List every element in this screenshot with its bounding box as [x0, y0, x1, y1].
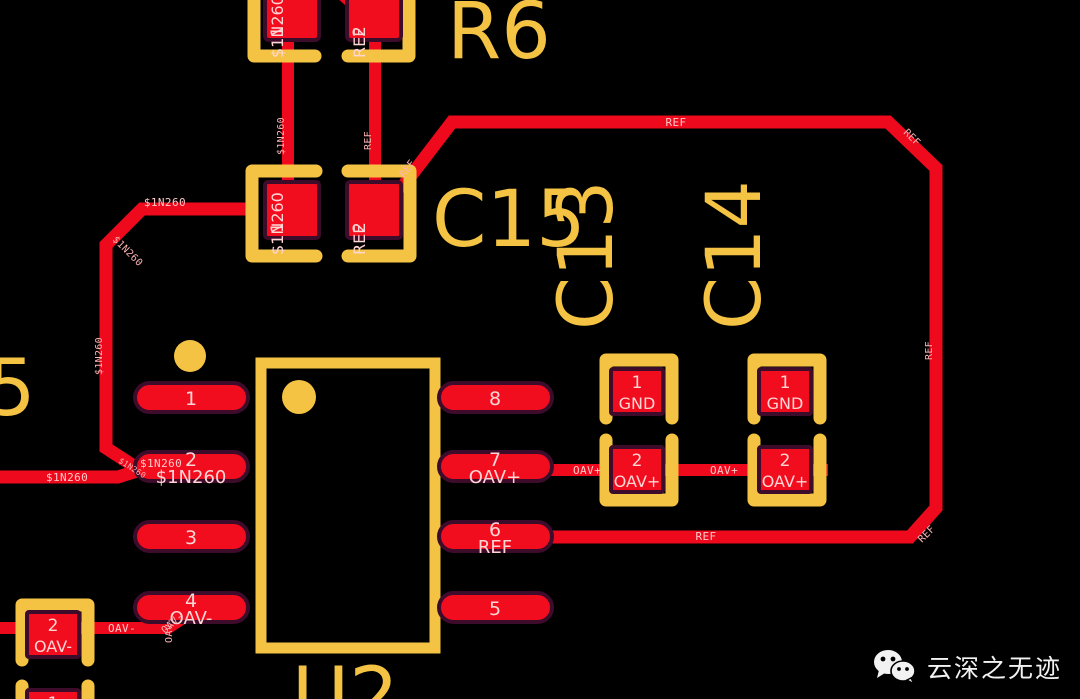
component-u2[interactable]: U2 1 2 $1N260 3 4 OAV- 8 7 OAV+ 6 REF 5 [133, 340, 554, 699]
silk-c13-pad1-bracket [599, 353, 679, 425]
net-label-1n260-b: $1N260 [144, 196, 186, 209]
pad-c15-1[interactable] [263, 180, 321, 240]
silk-c13-designator: C13 [541, 180, 630, 330]
pad-u2-4[interactable] [133, 591, 250, 624]
pad-c14-2-net: OAV+ [762, 472, 809, 491]
net-label-oavminus-c: OAV- [164, 618, 175, 643]
pad-c14-2-number: 2 [780, 451, 791, 471]
pad-c15-2-number: 2 [350, 222, 370, 233]
pad-left-1[interactable] [25, 688, 81, 699]
pad-r6-1[interactable] [263, 0, 321, 42]
pad-r6-2-number: 2 [350, 26, 370, 37]
silk-c14-designator: C14 [689, 180, 778, 330]
pad-u2-8-number: 8 [489, 388, 501, 410]
net-label-ref-c: REF [665, 116, 686, 129]
pad-u2-6-number: 6 [489, 519, 501, 541]
net-label-1n260-c: $1N260 [110, 234, 145, 269]
silk-c15-right-bracket [341, 164, 417, 263]
silk-u2-pin1-marker [282, 380, 316, 414]
pad-r6-2-net: REF [350, 28, 369, 58]
silk-u2-pin1-dot [174, 340, 206, 372]
pad-u2-2[interactable] [133, 450, 250, 483]
silk-r6-designator: R6 [447, 0, 551, 77]
pad-left-2[interactable] [25, 610, 81, 659]
net-label-1n260-d: $1N260 [94, 337, 105, 375]
silk-c14-pad2-bracket [747, 433, 827, 507]
pad-c14-2[interactable] [757, 445, 813, 494]
pad-c13-1-net: GND [619, 394, 656, 413]
net-label-oavplus-b: OAV+ [710, 464, 738, 477]
pad-c13-1-number: 1 [632, 373, 643, 393]
pad-c13-1[interactable] [609, 367, 665, 416]
net-label-oavminus-a: OAV- [108, 622, 136, 635]
component-c14[interactable]: C14 1 GND 2 OAV+ [689, 180, 827, 507]
net-label-ref-g: REF [695, 530, 716, 543]
pad-u2-6-net: REF [478, 537, 512, 558]
net-label-1n260-a: $1N260 [276, 117, 287, 155]
silk-u2-body-outline [255, 357, 441, 654]
pad-left-2-number: 2 [48, 616, 59, 636]
trace-net-ref-main[interactable] [394, 115, 943, 544]
pad-u2-5[interactable] [437, 591, 554, 624]
net-label-1n260-g: $1N260 [140, 457, 182, 470]
silk-u2-designator: U2 [292, 652, 399, 699]
pad-c15-2-net: REF [350, 225, 369, 255]
component-left-partial[interactable]: 2 OAV- 1 [15, 598, 95, 699]
net-label-ref-e: REF [924, 341, 935, 360]
silk-left-partial-designator: 5 [0, 344, 36, 434]
pad-u2-7[interactable] [437, 450, 554, 483]
silk-left-pad2-bracket [15, 598, 95, 667]
silk-c14-pad1-bracket [747, 353, 827, 425]
pad-u2-4-net: OAV- [170, 608, 213, 629]
pad-c14-1[interactable] [757, 367, 813, 416]
silk-r6-right-bracket [341, 0, 416, 63]
pad-u2-2-number: 2 [185, 449, 197, 471]
pad-u2-3-number: 3 [185, 527, 197, 549]
pad-c14-1-net: GND [767, 394, 804, 413]
trace-net-1n260-leftedge[interactable] [0, 463, 142, 484]
component-c15[interactable]: 1 $1N260 2 REF C15 [245, 164, 586, 265]
pad-c14-1-number: 1 [780, 373, 791, 393]
pad-u2-7-number: 7 [489, 449, 501, 471]
pad-r6-2[interactable] [345, 0, 403, 42]
silk-c15-left-bracket [245, 164, 323, 263]
pad-u2-4-number: 4 [185, 590, 197, 612]
net-label-1n260-f: $1N260 [46, 471, 88, 484]
pad-u2-1-number: 1 [185, 388, 197, 410]
silk-c13-pad2-bracket [599, 433, 679, 507]
pad-c15-1-number: 1 [268, 222, 288, 233]
pad-r6-1-net: $1N260 [268, 0, 287, 58]
silk-c15-designator: C15 [432, 175, 586, 265]
pad-left-2-net: OAV- [34, 637, 72, 656]
pad-u2-5-number: 5 [489, 598, 501, 620]
net-label-oavplus-a: OAV+ [573, 464, 601, 477]
pad-c15-2[interactable] [345, 180, 403, 240]
pad-u2-8[interactable] [437, 381, 554, 414]
pad-u2-3[interactable] [133, 520, 250, 553]
pad-u2-1[interactable] [133, 381, 250, 414]
net-label-ref-a: REF [363, 131, 374, 150]
pad-r6-1-number: 1 [268, 26, 288, 37]
pad-c13-2-net: OAV+ [614, 472, 661, 491]
pad-c13-2-number: 2 [632, 451, 643, 471]
component-r6[interactable]: 1 $1N260 2 REF R6 [247, 0, 551, 77]
pad-u2-6[interactable] [437, 520, 554, 553]
component-c13[interactable]: C13 1 GND 2 OAV+ [541, 180, 679, 507]
pad-c15-1-net: $1N260 [268, 192, 287, 255]
pad-u2-7-net: OAV+ [469, 467, 521, 488]
pad-c13-2[interactable] [609, 445, 665, 494]
silk-r6-left-bracket [247, 0, 322, 63]
pad-left-1-number: 1 [48, 694, 59, 699]
pad-u2-2-net: $1N260 [156, 467, 227, 488]
